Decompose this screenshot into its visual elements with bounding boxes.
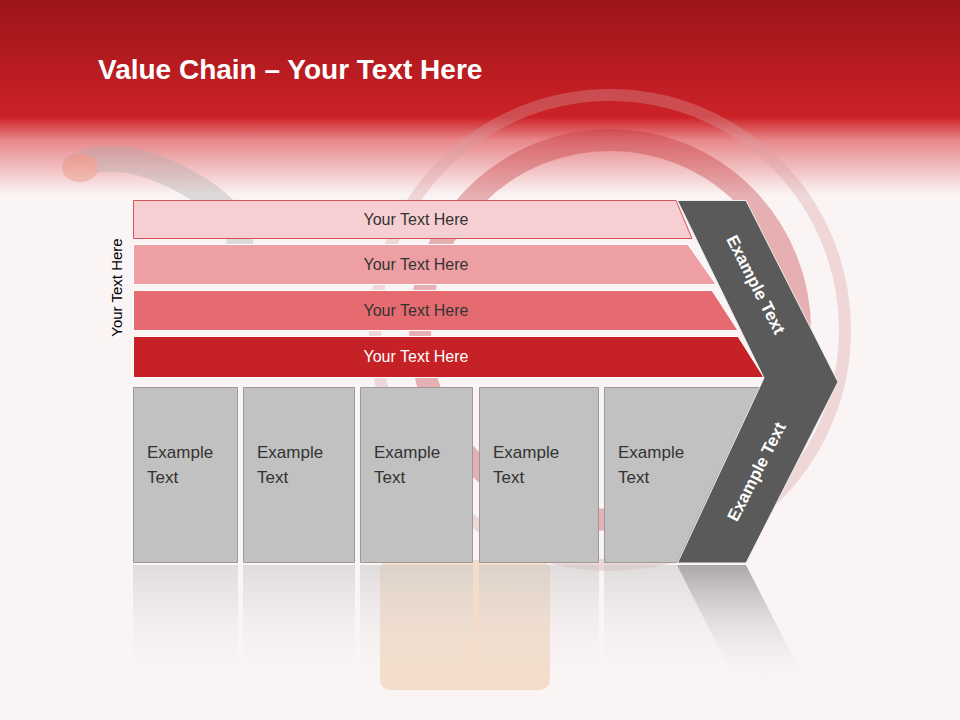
support-band: Your Text Here bbox=[133, 336, 765, 378]
box-text: Example Text bbox=[493, 440, 585, 490]
support-band: Your Text Here bbox=[133, 244, 717, 285]
band-text: Your Text Here bbox=[133, 211, 699, 229]
lock-illustration bbox=[62, 95, 845, 690]
shape-fill bbox=[678, 201, 839, 564]
support-band: Your Text Here bbox=[133, 290, 739, 331]
box-text: Example Text bbox=[374, 440, 459, 490]
axis-label: Your Text Here bbox=[108, 238, 125, 336]
band-text: Your Text Here bbox=[133, 256, 699, 274]
shape-fill bbox=[480, 388, 599, 563]
shape-fill bbox=[134, 388, 238, 563]
shape-outline bbox=[677, 200, 839, 564]
shape-fill bbox=[134, 291, 739, 331]
box-text: Example Text bbox=[257, 440, 341, 490]
chevron-margin: Example TextExample Text bbox=[677, 200, 839, 564]
primary-activity-box: Example Text bbox=[243, 387, 355, 563]
reflection bbox=[133, 565, 810, 690]
primary-activity-box: Example Text bbox=[360, 387, 473, 563]
slide-title: Value Chain – Your Text Here bbox=[98, 54, 482, 86]
shape-fill bbox=[134, 245, 717, 285]
primary-activity-box: Example Text bbox=[479, 387, 599, 563]
box-text: Example Text bbox=[618, 440, 698, 490]
box-text: Example Text bbox=[147, 440, 224, 490]
primary-activity-box: Example Text bbox=[133, 387, 238, 563]
shape-fill bbox=[361, 388, 473, 563]
support-band: Your Text Here bbox=[133, 200, 693, 239]
shape-fill bbox=[134, 337, 765, 378]
band-text: Your Text Here bbox=[133, 348, 699, 366]
band-text: Your Text Here bbox=[133, 302, 699, 320]
shape-fill bbox=[244, 388, 355, 563]
